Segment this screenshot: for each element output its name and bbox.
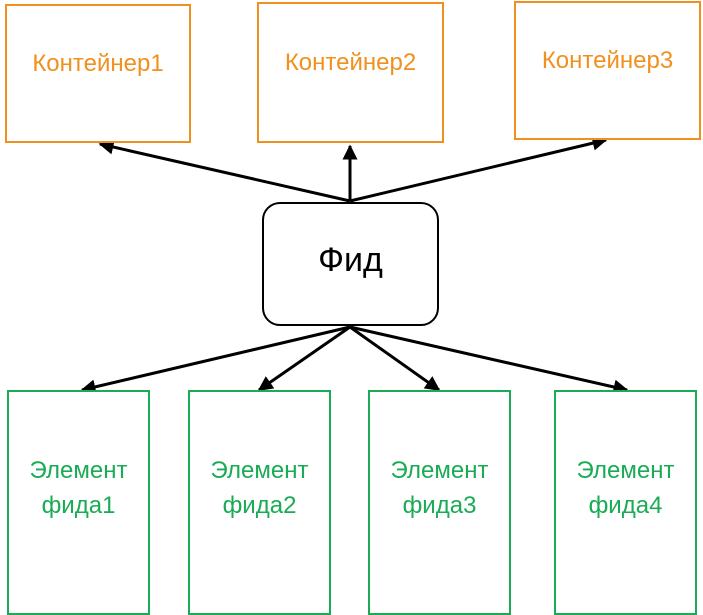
container-label-2: Контейнер2 [284,48,417,76]
feed-item-box-1: Элемент фида1 [7,390,150,615]
feed-item-label-1: Элемент фида1 [29,456,128,519]
container-box-3: Контейнер3 [514,1,701,140]
container-label-1: Контейнер1 [32,49,164,77]
feed-item-label-3: Элемент фида3 [390,456,489,519]
arrow-feed-to-item1 [80,325,351,395]
arrow-feed-to-item2 [257,325,351,392]
feed-item-box-4: Элемент фида4 [554,390,697,615]
container-box-1: Контейнер1 [5,4,191,143]
feed-box: Фид [262,202,439,326]
feed-item-label-4: Элемент фида4 [576,456,675,519]
feed-item-label-2: Элемент фида2 [210,456,309,519]
container-label-3: Контейнер3 [541,46,674,74]
feed-item-box-2: Элемент фида2 [188,390,331,615]
arrow-feed-to-container3 [349,135,608,203]
arrow-feed-to-container1 [98,139,351,203]
arrow-feed-to-item4 [349,325,629,395]
feed-label: Фид [318,240,383,279]
feed-item-box-3: Элемент фида3 [368,390,511,615]
arrow-feed-to-item3 [349,325,441,392]
container-box-2: Контейнер2 [257,2,444,143]
